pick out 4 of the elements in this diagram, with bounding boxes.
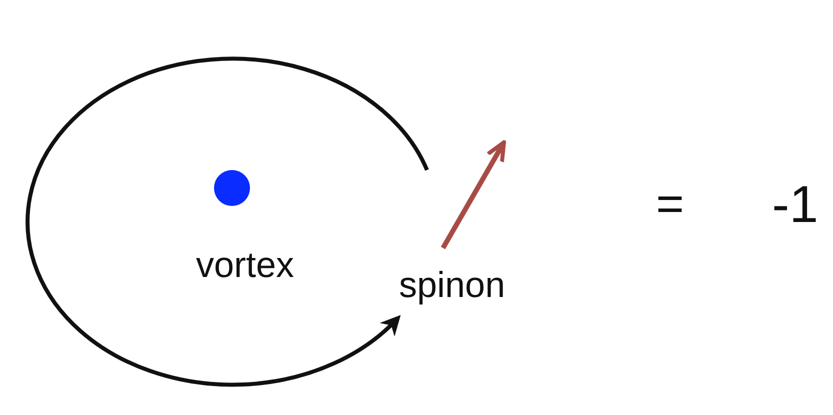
vortex-label: vortex — [196, 247, 294, 283]
spinon-label: spinon — [399, 267, 506, 303]
equals-sign: = — [656, 181, 684, 229]
value-label: -1 — [772, 179, 818, 231]
